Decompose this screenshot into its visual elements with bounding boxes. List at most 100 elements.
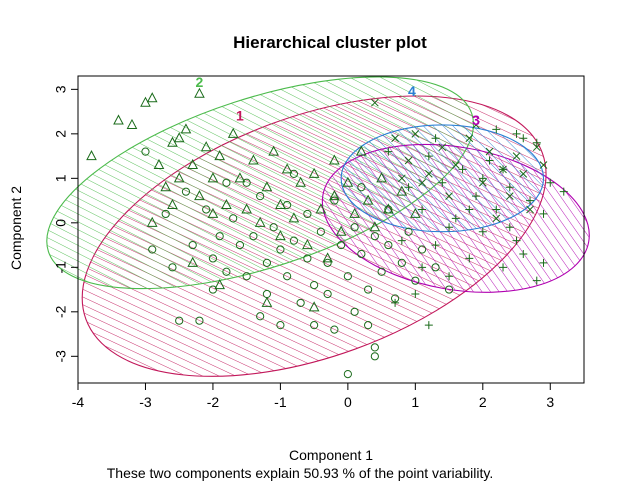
point-triangle xyxy=(113,114,124,125)
point-triangle xyxy=(214,150,226,161)
point-triangle xyxy=(335,225,347,236)
cluster-ellipses xyxy=(46,76,590,377)
point-circle xyxy=(303,209,312,219)
point-circle xyxy=(249,232,258,241)
point-plus xyxy=(512,129,521,138)
point-circle xyxy=(148,245,157,254)
point-cross xyxy=(512,152,521,160)
x-tick-label: -4 xyxy=(72,394,85,410)
y-tick-label: 0 xyxy=(53,219,69,227)
point-triangle xyxy=(410,207,421,218)
point-triangle xyxy=(167,198,178,210)
point-plus xyxy=(445,272,454,281)
point-plus xyxy=(438,178,447,187)
cluster-ellipse-2 xyxy=(46,76,475,290)
point-triangle xyxy=(187,158,199,169)
chart-subtitle: These two components explain 50.93 % of … xyxy=(107,465,494,481)
point-triangle xyxy=(308,167,320,178)
point-triangle xyxy=(86,150,97,161)
point-circle xyxy=(316,227,325,236)
point-cross xyxy=(539,161,548,169)
point-plus xyxy=(418,205,427,214)
point-circle xyxy=(296,298,305,308)
point-plus xyxy=(397,236,406,245)
point-circle xyxy=(364,321,373,330)
point-circle xyxy=(337,240,346,250)
point-triangle xyxy=(241,203,252,214)
point-plus xyxy=(478,174,487,183)
point-plus xyxy=(411,290,420,299)
x-tick-label: 3 xyxy=(546,394,554,410)
point-plus xyxy=(431,134,440,143)
point-plus xyxy=(532,138,541,147)
cluster-label-4: 4 xyxy=(408,83,416,99)
point-triangle xyxy=(187,256,199,267)
point-circle xyxy=(397,258,406,267)
point-cross xyxy=(370,98,379,107)
point-cross xyxy=(485,147,494,156)
point-triangle xyxy=(234,172,246,183)
point-triangle xyxy=(369,221,381,232)
point-circle xyxy=(364,285,373,294)
point-circle xyxy=(161,209,170,219)
y-axis-label: Component 2 xyxy=(8,186,24,270)
y-tick-label: 1 xyxy=(53,174,69,182)
data-points xyxy=(86,87,568,379)
point-cross xyxy=(418,178,426,187)
point-cross xyxy=(438,143,447,152)
point-circle xyxy=(276,245,285,254)
point-circle xyxy=(431,263,440,272)
y-tick-label: -1 xyxy=(53,261,69,274)
point-triangle xyxy=(227,127,239,138)
point-cross xyxy=(411,129,420,138)
point-triangle xyxy=(194,87,205,98)
point-circle xyxy=(444,285,454,294)
point-triangle xyxy=(322,252,333,263)
point-triangle xyxy=(126,118,138,129)
point-circle xyxy=(289,169,298,178)
point-cross xyxy=(505,192,514,200)
point-circle xyxy=(269,223,278,232)
cluster-label-2: 2 xyxy=(196,74,204,90)
point-triangle xyxy=(173,132,185,143)
point-circle xyxy=(195,316,204,325)
point-plus xyxy=(492,205,501,214)
point-plus xyxy=(532,276,541,285)
point-triangle xyxy=(221,198,232,210)
point-circle xyxy=(188,240,197,250)
point-cross xyxy=(445,192,453,200)
point-circle xyxy=(323,289,332,299)
point-plus xyxy=(519,134,528,143)
point-plus xyxy=(384,147,393,156)
point-plus xyxy=(478,227,487,236)
point-triangle xyxy=(376,172,387,183)
point-circle xyxy=(168,263,177,272)
point-circle xyxy=(229,214,238,223)
point-circle xyxy=(215,232,224,241)
point-circle xyxy=(377,267,386,276)
point-circle xyxy=(289,236,298,245)
point-circle xyxy=(208,285,218,294)
point-circle xyxy=(411,276,420,285)
point-plus xyxy=(505,223,514,232)
point-triangle xyxy=(275,230,286,241)
point-circle xyxy=(303,254,312,263)
x-tick-label: -1 xyxy=(274,394,287,410)
point-plus xyxy=(404,183,413,192)
point-triangle xyxy=(207,207,219,218)
point-triangle xyxy=(329,154,340,165)
point-plus xyxy=(472,192,481,201)
point-cross xyxy=(478,178,487,187)
point-cross xyxy=(404,156,413,165)
point-circle xyxy=(323,258,332,267)
point-plus xyxy=(418,263,427,272)
point-cross xyxy=(492,214,501,223)
point-circle xyxy=(276,321,285,330)
cluster-label-1: 1 xyxy=(236,107,244,123)
point-triangle xyxy=(383,203,394,214)
y-tick-label: 2 xyxy=(53,130,69,138)
